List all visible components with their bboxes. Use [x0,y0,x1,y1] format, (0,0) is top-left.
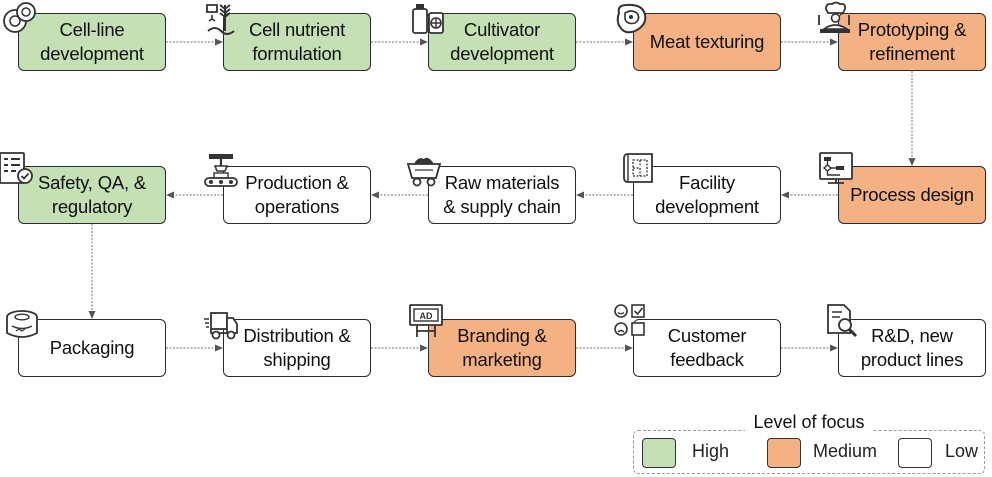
document-search-icon [824,303,860,339]
steak-icon [613,1,649,37]
legend-label-high: High [692,441,730,461]
step-label: Customer feedback [667,325,747,370]
step-label: Raw materials & supply chain [443,172,561,217]
legend-swatch-low [898,438,932,468]
bioreactor-icon [410,1,446,37]
step-label: Facility development [655,172,759,217]
chef-icon [816,1,852,37]
step-label: R&D, new product lines [860,325,964,370]
step-label: Process design [850,184,974,205]
billboard-ad-icon: AD [408,303,444,339]
step-cell-line-development: Cell-line development [18,13,166,71]
step-production-operations: Production & operations [223,166,371,224]
legend-label-low: Low [945,441,979,461]
step-label: Cell nutrient formulation [248,19,346,64]
step-cultivator-development: Cultivator development [428,13,576,71]
flowchart-board-icon [818,150,854,186]
step-safety-qa-regulatory: Safety, QA, & regulatory [18,166,166,224]
step-label: Prototyping & refinement [857,19,967,64]
legend-label-medium: Medium [813,441,878,461]
step-process-design: Process design [838,166,986,224]
survey-faces-icon [613,303,649,339]
blueprint-icon [621,152,657,188]
step-rd-new-product-lines: R&D, new product lines [838,319,986,377]
step-cell-nutrient-formulation: Cell nutrient formulation [223,13,371,71]
step-label: Packaging [49,337,135,358]
step-meat-texturing: Meat texturing [633,13,781,71]
checklist-icon [0,150,34,186]
legend-swatch-high [642,438,676,468]
legend-title: Level of focus [745,412,873,432]
legend-swatch-medium [767,438,801,468]
mine-cart-icon [406,152,442,188]
step-label: Safety, QA, & regulatory [37,172,147,217]
cells-icon [2,1,38,37]
step-label: Branding & marketing [457,325,547,370]
step-label: Cultivator development [450,19,554,64]
step-customer-feedback: Customer feedback [633,319,781,377]
step-label: Production & operations [245,172,349,217]
plant-nutrient-icon [203,1,239,37]
step-label: Distribution & shipping [243,325,351,370]
svg-text:AD: AD [420,311,433,321]
delivery-truck-icon [203,307,239,343]
legend: High Medium Low [633,430,985,474]
packaging-roll-icon [4,307,40,343]
step-branding-marketing: Branding & marketing [428,319,576,377]
step-label: Meat texturing [649,31,765,52]
step-packaging: Packaging [18,319,166,377]
step-prototyping-refinement: Prototyping & refinement [838,13,986,71]
step-distribution-shipping: Distribution & shipping [223,319,371,377]
step-raw-materials-supply-chain: Raw materials & supply chain [428,166,576,224]
step-facility-development: Facility development [633,166,781,224]
robot-arm-conveyor-icon [203,152,239,188]
step-label: Cell-line development [40,19,144,64]
